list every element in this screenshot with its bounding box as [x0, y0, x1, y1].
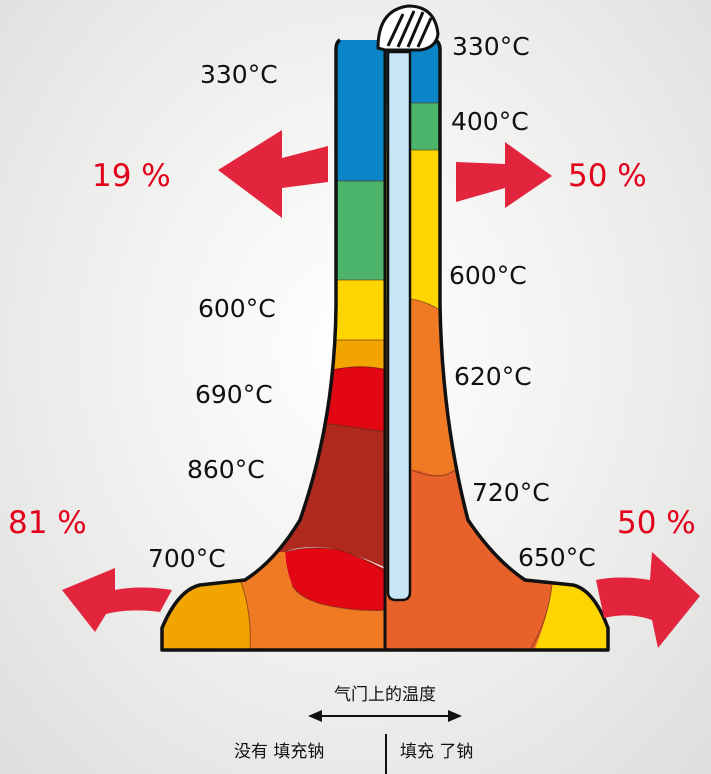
heat-arrow-right-head — [596, 552, 700, 648]
temp-left-neck: 690°C — [195, 380, 273, 409]
caption-with-sodium: 填充 了钠 — [400, 742, 473, 762]
heat-pct-left-head: 81 % — [8, 505, 87, 541]
zone-right-dark-orange — [385, 470, 560, 650]
temp-right-stem-top: 330°C — [452, 32, 530, 61]
temp-left-head: 700°C — [148, 544, 226, 573]
temp-left-stem-top: 330°C — [200, 60, 278, 89]
heat-pct-right-head: 50 % — [617, 505, 696, 541]
heat-pct-right-stem: 50 % — [568, 158, 647, 194]
caption-without-sodium: 没有 填充钠 — [234, 742, 324, 762]
heat-arrow-left-stem — [218, 130, 328, 218]
valve-tip-hatched — [376, 4, 440, 52]
zone-left-bottom-red — [285, 547, 385, 611]
zone-right-edge-yellow — [530, 585, 608, 650]
sodium-cavity — [386, 50, 412, 602]
temp-right-neck: 620°C — [454, 362, 532, 391]
caption-title: 气门上的温度 — [334, 685, 436, 705]
temp-right-stem-mid: 600°C — [449, 261, 527, 290]
temp-right-fillet: 720°C — [472, 478, 550, 507]
temp-left-stem-mid: 600°C — [198, 294, 276, 323]
temp-right-head: 650°C — [518, 543, 596, 572]
temp-left-fillet: 860°C — [187, 455, 265, 484]
temp-right-stem-upper: 400°C — [451, 107, 529, 136]
heat-arrow-left-head — [62, 568, 172, 632]
heat-arrow-right-stem — [456, 142, 552, 208]
heat-pct-left-stem: 19 % — [92, 158, 171, 194]
caption-arrow — [308, 710, 462, 722]
